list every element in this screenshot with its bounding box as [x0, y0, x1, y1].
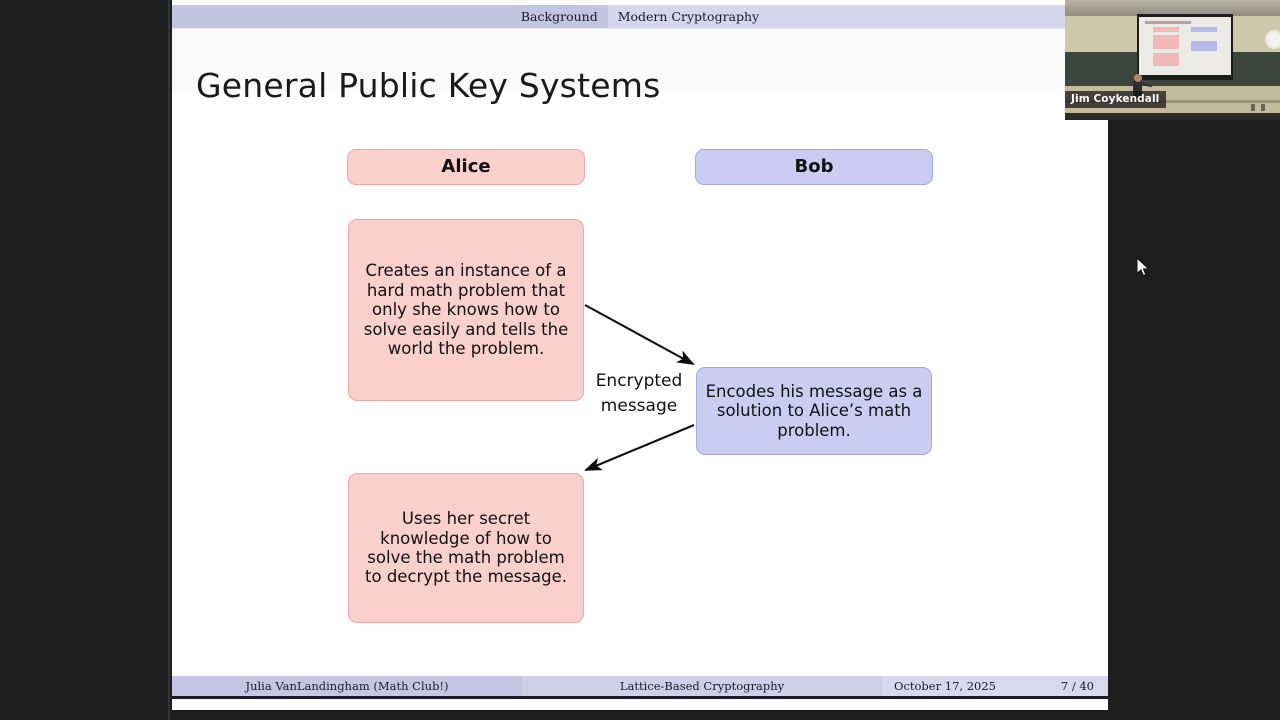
webcam-wall-outlet-left [1251, 104, 1255, 111]
nav-section-background[interactable]: Background [510, 5, 608, 28]
page-title: General Public Key Systems [196, 66, 661, 106]
edge-label-line-1: Encrypted [595, 371, 683, 391]
edge-label-line-2: message [600, 395, 678, 416]
diagram-node-bob-encodes-message: Encodes his message as a solution to Ali… [696, 367, 932, 455]
slide-footer-bar: Julia VanLandingham (Math Club!) Lattice… [172, 676, 1108, 696]
slide-navigation-bar: Background Modern Cryptography [172, 5, 1108, 28]
mouse-cursor [1136, 257, 1150, 277]
diagram-node-alice-decrypts-message: Uses her secret knowledge of how to solv… [348, 473, 584, 623]
nav-section-modern-cryptography[interactable]: Modern Cryptography [607, 5, 770, 28]
webcam-wall-trim [1065, 100, 1280, 103]
webcam-presenter-head [1134, 74, 1142, 82]
webcam-slide-mini-alice-decrypt [1153, 53, 1179, 66]
webcam-slide-mini-title [1145, 21, 1191, 24]
webcam-slide-mini-bob-encode [1191, 41, 1217, 51]
arrow-alice-to-bob [584, 304, 695, 366]
webcam-slide-mini-bob-header [1191, 27, 1217, 32]
wall-clock-icon [1265, 30, 1280, 49]
webcam-overlay[interactable]: Jim Coykendall [1065, 0, 1280, 120]
footer-talk-title: Lattice-Based Cryptography [522, 676, 882, 696]
title-band [172, 29, 1108, 91]
footer-date: October 17, 2025 [882, 676, 1008, 696]
nav-tail-spacer [769, 5, 1108, 28]
footer-underline [172, 696, 1108, 699]
webcam-slide-mini-alice-header [1153, 27, 1179, 32]
webcam-wall-outlet-right [1261, 104, 1265, 111]
nav-spacer [172, 5, 511, 28]
diagram-node-alice-creates-problem: Creates an instance of a hard math probl… [348, 219, 584, 401]
footer-page-number: 7 / 40 [1008, 676, 1108, 696]
webcam-bottom-shadow [1065, 113, 1280, 120]
webcam-ceiling [1065, 0, 1280, 16]
slide-left-edge [168, 0, 170, 720]
webcam-slide-mini-alice-create [1153, 35, 1179, 49]
arrow-bob-to-alice [584, 424, 695, 471]
edge-label-encrypted-message: Encrypted message [589, 369, 689, 418]
diagram-node-alice-header: Alice [347, 149, 585, 185]
footer-author: Julia VanLandingham (Math Club!) [172, 676, 522, 696]
public-key-flow-diagram: Alice Bob Creates an instance of a hard … [172, 91, 1108, 679]
webcam-participant-name: Jim Coykendall [1065, 91, 1167, 108]
presentation-slide: Background Modern Cryptography General P… [172, 0, 1108, 710]
diagram-node-bob-header: Bob [695, 149, 933, 185]
nav-underline [172, 28, 1108, 29]
